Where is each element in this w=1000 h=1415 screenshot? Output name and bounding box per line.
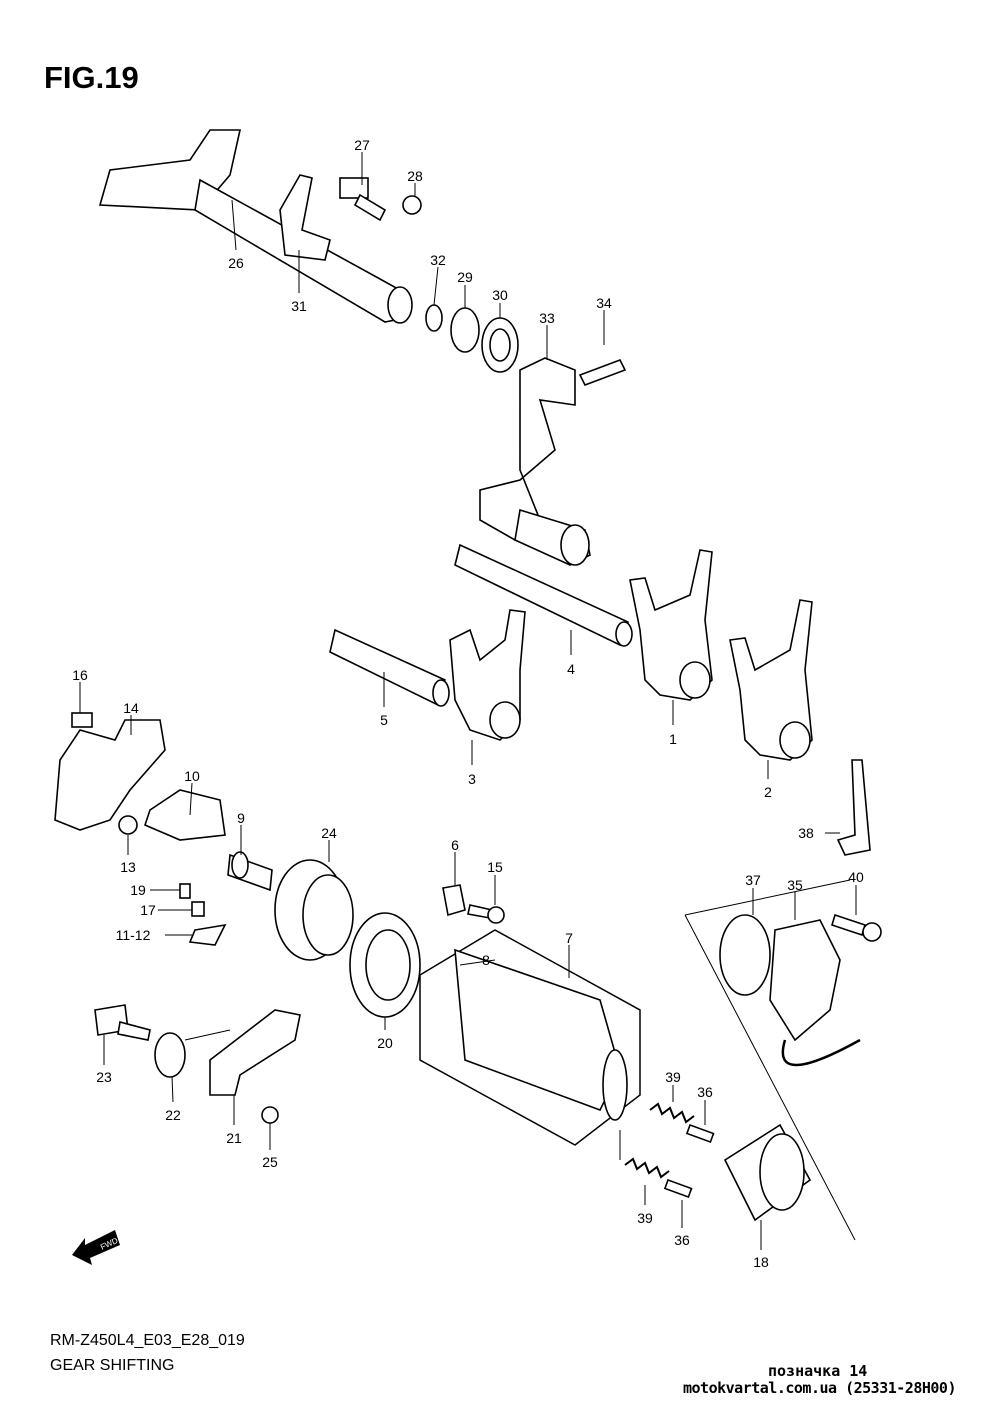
callout-5: 5 <box>380 712 388 728</box>
callout-17: 17 <box>140 902 156 918</box>
callout-14: 14 <box>123 700 139 716</box>
callout-40: 40 <box>848 869 864 885</box>
callout-16: 16 <box>72 667 88 683</box>
callout-25: 25 <box>262 1154 278 1170</box>
callout-28: 28 <box>407 168 423 184</box>
callout-31: 31 <box>291 298 307 314</box>
callout-38: 38 <box>798 825 814 841</box>
callouts: 27 28 26 31 32 29 30 33 34 4 5 1 3 2 16 … <box>72 137 864 1270</box>
callout-35: 35 <box>787 877 803 893</box>
callout-23: 23 <box>96 1069 112 1085</box>
callout-26: 26 <box>228 255 244 271</box>
callout-24: 24 <box>321 825 337 841</box>
callout-4: 4 <box>567 661 575 677</box>
callout-22: 22 <box>165 1107 181 1123</box>
callout-21: 21 <box>226 1130 242 1146</box>
leader-lines <box>79 152 857 1250</box>
callout-13: 13 <box>120 859 136 875</box>
site-label: motokvartal.com.ua (25331-28H00) <box>683 1379 956 1397</box>
callout-10: 10 <box>184 768 200 784</box>
part-shapes <box>54 129 882 1265</box>
callout-20: 20 <box>377 1035 393 1051</box>
callout-11-12: 11-12 <box>116 927 151 943</box>
figure-title: FIG.19 <box>44 60 139 95</box>
callout-27: 27 <box>354 137 370 153</box>
callout-37: 37 <box>745 872 761 888</box>
callout-15: 15 <box>487 859 503 875</box>
callout-2: 2 <box>764 784 772 800</box>
callout-18: 18 <box>753 1254 769 1270</box>
mark-label: позначка 14 <box>768 1362 868 1380</box>
callout-19: 19 <box>130 882 146 898</box>
callout-36-upper: 36 <box>697 1084 713 1100</box>
model-code: RM-Z450L4_E03_E28_019 <box>50 1332 245 1349</box>
callout-1: 1 <box>669 731 677 747</box>
callout-7: 7 <box>565 930 573 946</box>
callout-8: 8 <box>482 952 490 968</box>
callout-36-lower: 36 <box>674 1232 690 1248</box>
callout-34: 34 <box>596 295 612 311</box>
callout-32: 32 <box>430 252 446 268</box>
callout-6: 6 <box>451 837 459 853</box>
callout-39-upper: 39 <box>665 1069 681 1085</box>
section-title: GEAR SHIFTING <box>50 1357 175 1374</box>
callout-39-lower: 39 <box>637 1210 653 1226</box>
callout-33: 33 <box>539 310 555 326</box>
callout-30: 30 <box>492 287 508 303</box>
callout-29: 29 <box>457 269 473 285</box>
callout-3: 3 <box>468 771 476 787</box>
callout-9: 9 <box>237 810 245 826</box>
